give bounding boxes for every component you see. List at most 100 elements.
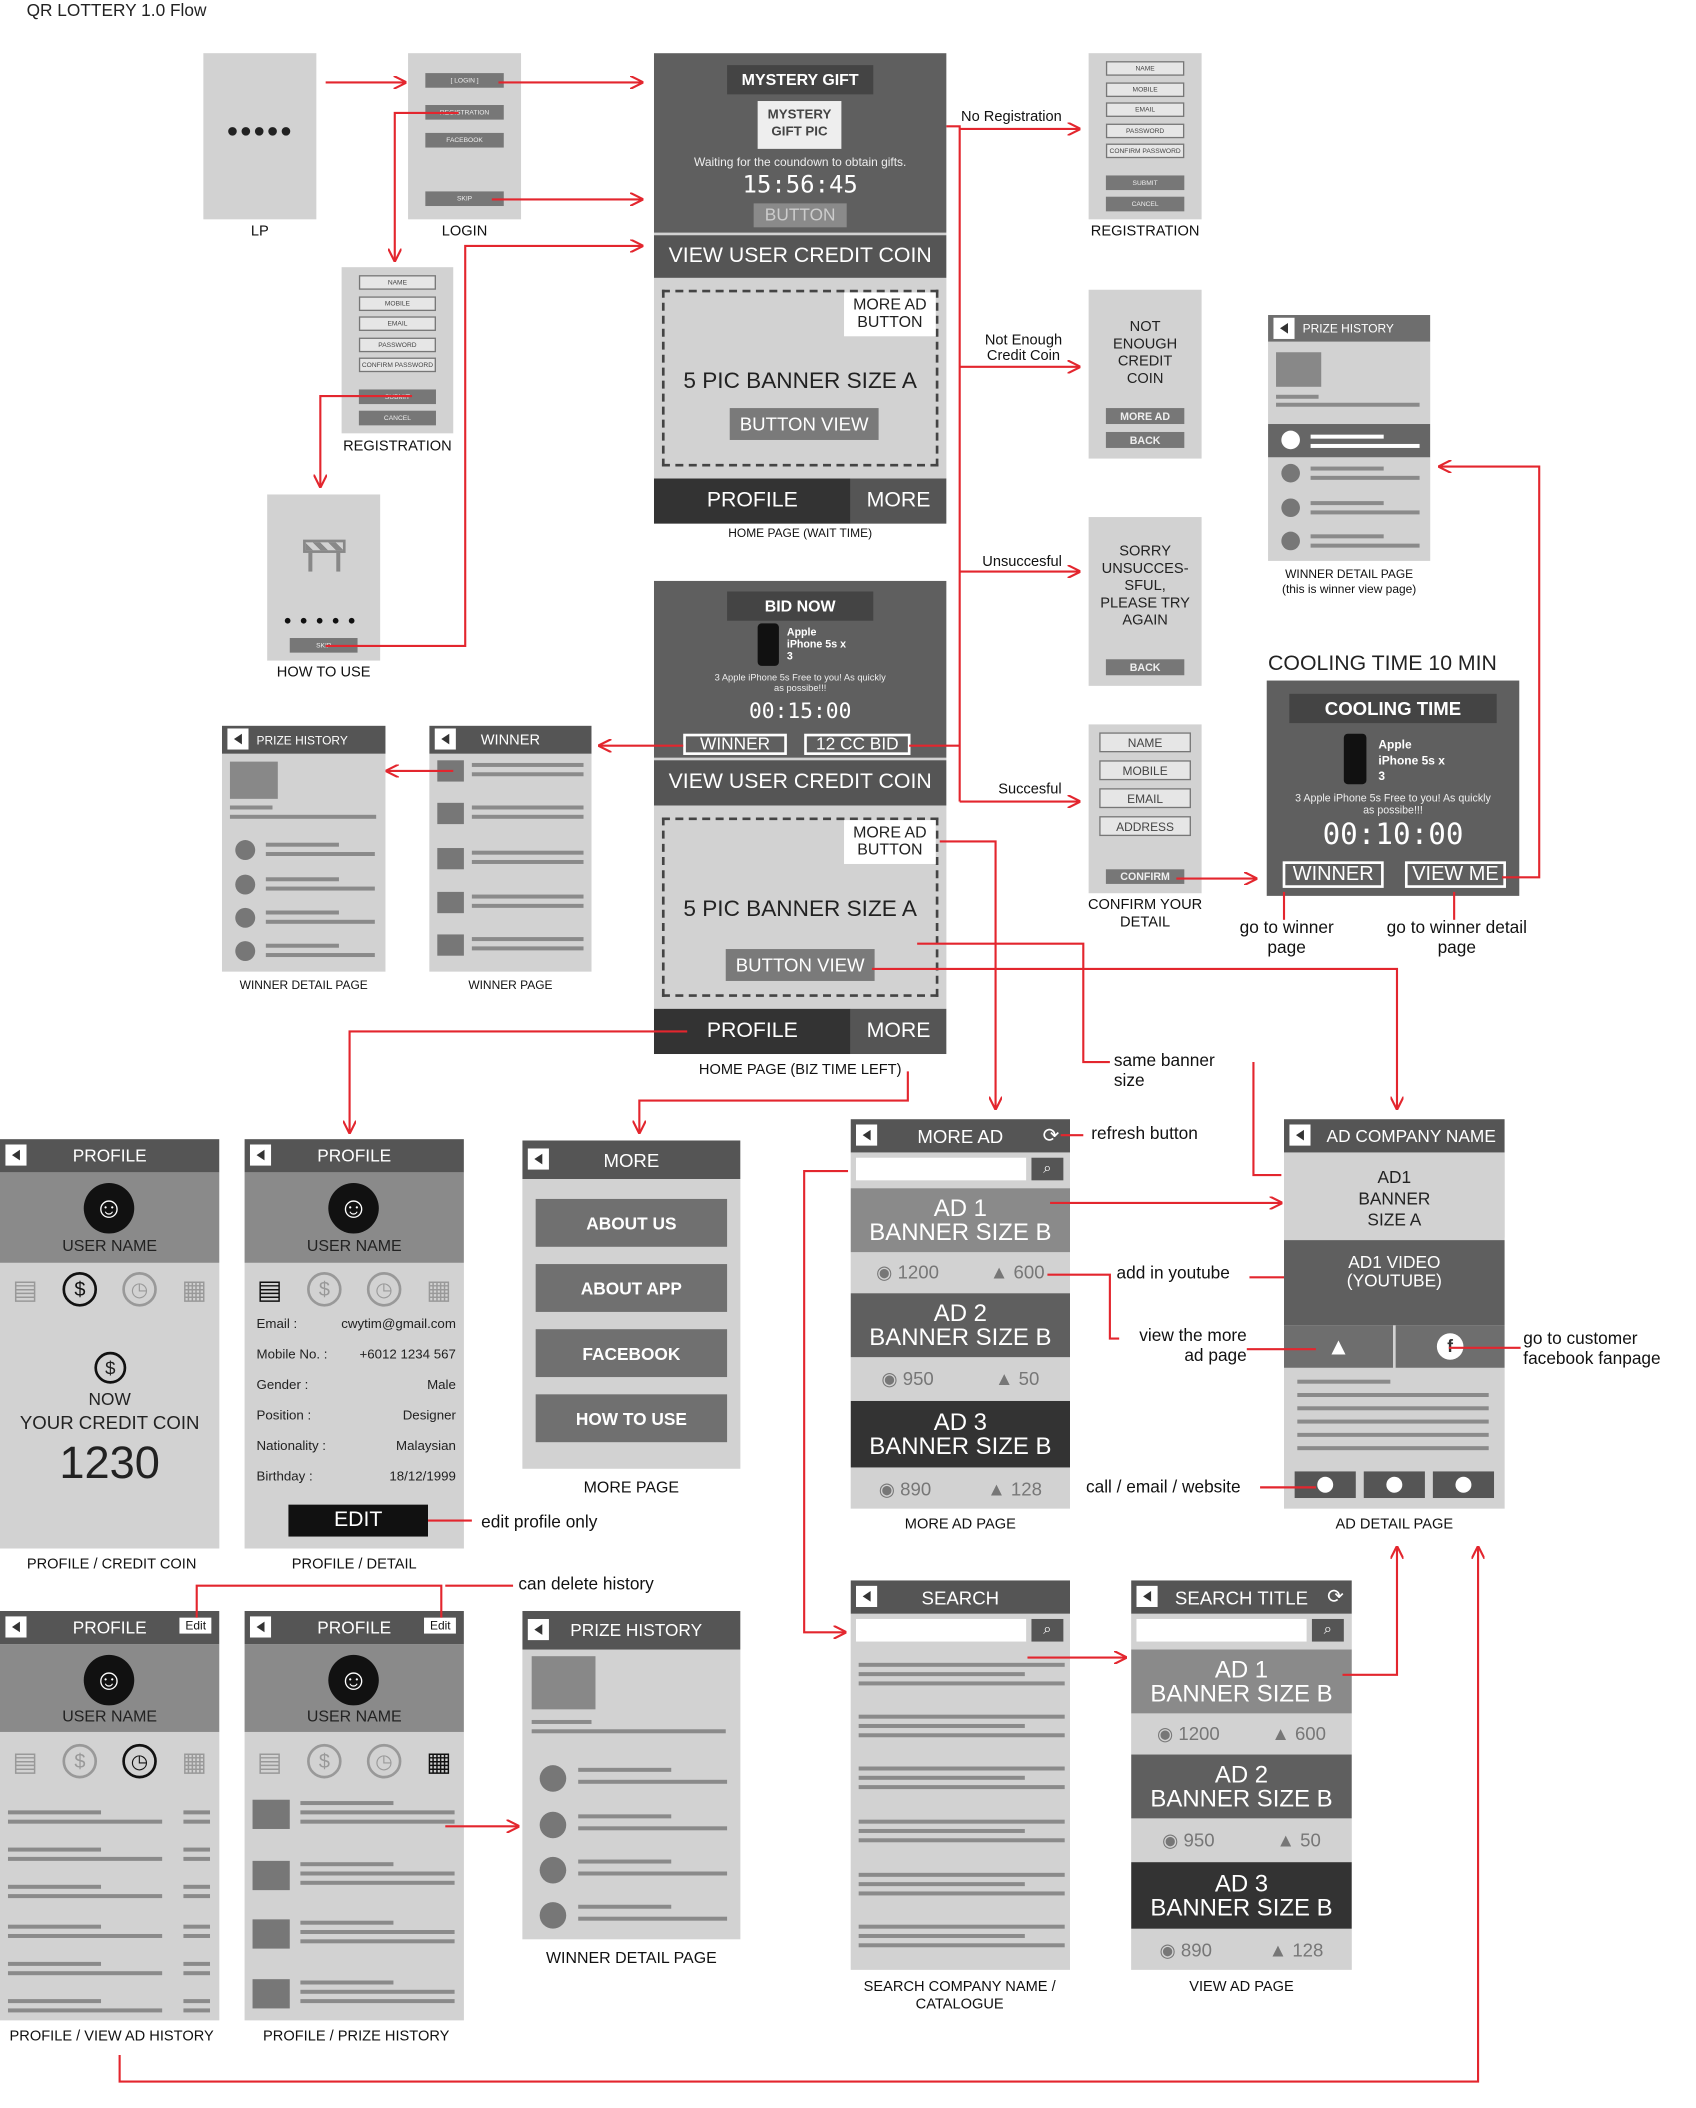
submit-button[interactable]: SUBMIT [358, 389, 437, 405]
ad-video[interactable] [1284, 1240, 1505, 1326]
search-icon[interactable]: ⌕ [1311, 1618, 1344, 1642]
name-field[interactable]: NAME [1105, 61, 1185, 76]
clock-icon[interactable]: ◷ [122, 1743, 157, 1779]
skip-button[interactable]: SKIP [425, 191, 505, 207]
dollar-icon[interactable]: $ [62, 1272, 98, 1307]
password-field[interactable]: PASSWORD [1105, 123, 1185, 139]
email-field[interactable]: EMAIL [1105, 102, 1185, 117]
refresh-icon[interactable]: ⟳ [1042, 1124, 1060, 1148]
mobile-field[interactable]: MOBILE [1105, 82, 1185, 98]
dollar-icon[interactable]: $ [307, 1743, 342, 1779]
search-icon[interactable]: ⌕ [1031, 1157, 1064, 1181]
like-icon[interactable]: ▲ [1268, 1939, 1288, 1961]
back-icon[interactable] [527, 1148, 549, 1170]
facebook-button[interactable]: f [1395, 1325, 1505, 1368]
confirm-password-field[interactable]: CONFIRM PASSWORD [1105, 143, 1185, 159]
back-icon[interactable] [5, 1616, 27, 1638]
confirm-password-field[interactable]: CONFIRM PASSWORD [358, 357, 437, 373]
back-icon[interactable] [249, 1144, 272, 1166]
winner-button[interactable]: WINNER [1282, 861, 1384, 888]
back-icon[interactable] [227, 728, 249, 750]
search-icon[interactable]: ⌕ [1031, 1618, 1064, 1642]
back-icon[interactable] [434, 728, 456, 750]
like-icon[interactable]: ▲ [987, 1478, 1006, 1500]
document-icon[interactable]: ▤ [12, 1747, 38, 1777]
back-button[interactable]: BACK [1105, 431, 1185, 448]
back-icon[interactable] [1273, 317, 1295, 339]
like-button[interactable]: ▲ [1284, 1325, 1394, 1368]
back-icon[interactable] [856, 1124, 878, 1146]
submit-button[interactable]: SUBMIT [1105, 175, 1185, 191]
document-icon[interactable]: ▤ [257, 1747, 283, 1777]
mobile-field[interactable]: MOBILE [358, 296, 437, 312]
back-icon[interactable] [856, 1585, 878, 1608]
bid-button[interactable]: 12 CC BID [804, 733, 911, 755]
edit-button[interactable]: Edit [180, 1617, 212, 1634]
search-input[interactable] [856, 1157, 1027, 1181]
more-ad-button[interactable]: MORE AD BUTTON [844, 820, 936, 864]
clock-icon[interactable]: ◷ [122, 1272, 157, 1307]
facebook-button[interactable]: FACEBOOK [535, 1329, 728, 1378]
clock-icon[interactable]: ◷ [366, 1272, 402, 1307]
gift-icon[interactable]: ▦ [426, 1275, 452, 1305]
back-icon[interactable] [527, 1618, 549, 1641]
ad-banner[interactable]: AD1 BANNER SIZE A [1358, 1167, 1431, 1230]
more-tab[interactable]: MORE [850, 1008, 947, 1055]
refresh-icon[interactable]: ⟳ [1327, 1585, 1344, 1609]
email-button[interactable] [1363, 1471, 1425, 1499]
registration-button[interactable]: REGISTRATION [425, 105, 505, 120]
website-button[interactable] [1432, 1471, 1495, 1499]
cancel-button[interactable]: CANCEL [358, 410, 437, 426]
gift-button[interactable]: BUTTON [753, 203, 847, 228]
name-field[interactable]: NAME [1098, 732, 1192, 753]
gift-icon[interactable]: ▦ [181, 1747, 207, 1777]
confirm-button[interactable]: CONFIRM [1105, 869, 1185, 884]
profile-tab[interactable]: PROFILE [653, 478, 851, 524]
password-field[interactable]: PASSWORD [358, 337, 437, 353]
document-icon[interactable]: ▤ [257, 1275, 283, 1305]
facebook-button[interactable]: FACEBOOK [425, 132, 505, 148]
clock-icon[interactable]: ◷ [366, 1743, 402, 1779]
call-button[interactable] [1294, 1471, 1356, 1499]
back-icon[interactable] [1289, 1124, 1311, 1146]
more-ad-button[interactable]: MORE AD BUTTON [844, 292, 936, 337]
edit-button[interactable]: EDIT [288, 1504, 429, 1537]
like-icon[interactable]: ▲ [989, 1261, 1009, 1283]
how-to-use-button[interactable]: HOW TO USE [535, 1394, 728, 1443]
more-tab[interactable]: MORE [850, 478, 947, 524]
email-field[interactable]: EMAIL [1098, 788, 1192, 809]
view-credit-bar[interactable]: VIEW USER CREDIT COIN [653, 235, 947, 278]
back-icon[interactable] [1136, 1585, 1158, 1608]
login-button[interactable]: [ LOGIN ] [425, 73, 505, 88]
view-me-button[interactable]: VIEW ME [1404, 861, 1506, 888]
dollar-icon[interactable]: $ [62, 1743, 98, 1779]
address-field[interactable]: ADDRESS [1098, 816, 1192, 837]
email-field[interactable]: EMAIL [358, 316, 437, 331]
profile-tab[interactable]: PROFILE [653, 1008, 851, 1055]
view-credit-bar[interactable]: VIEW USER CREDIT COIN [653, 760, 947, 806]
gift-icon[interactable]: ▦ [181, 1275, 207, 1305]
gift-icon[interactable]: ▦ [426, 1747, 452, 1777]
winner-button[interactable]: WINNER [683, 733, 787, 755]
like-icon[interactable]: ▲ [1276, 1828, 1295, 1851]
like-icon[interactable]: ▲ [995, 1367, 1014, 1390]
back-icon[interactable] [5, 1144, 27, 1166]
edit-button[interactable]: Edit [424, 1617, 456, 1634]
mobile-field[interactable]: MOBILE [1098, 760, 1192, 781]
back-icon[interactable] [249, 1616, 272, 1638]
name-field[interactable]: NAME [358, 275, 437, 290]
skip-button[interactable]: SKIP [289, 638, 358, 653]
back-button[interactable]: BACK [1105, 659, 1185, 676]
dollar-icon[interactable]: $ [307, 1272, 342, 1307]
button-view[interactable]: BUTTON VIEW [729, 408, 879, 440]
search-input[interactable] [856, 1618, 1027, 1642]
search-input[interactable] [1136, 1618, 1307, 1642]
document-icon[interactable]: ▤ [12, 1275, 38, 1305]
button-view[interactable]: BUTTON VIEW [725, 949, 875, 981]
